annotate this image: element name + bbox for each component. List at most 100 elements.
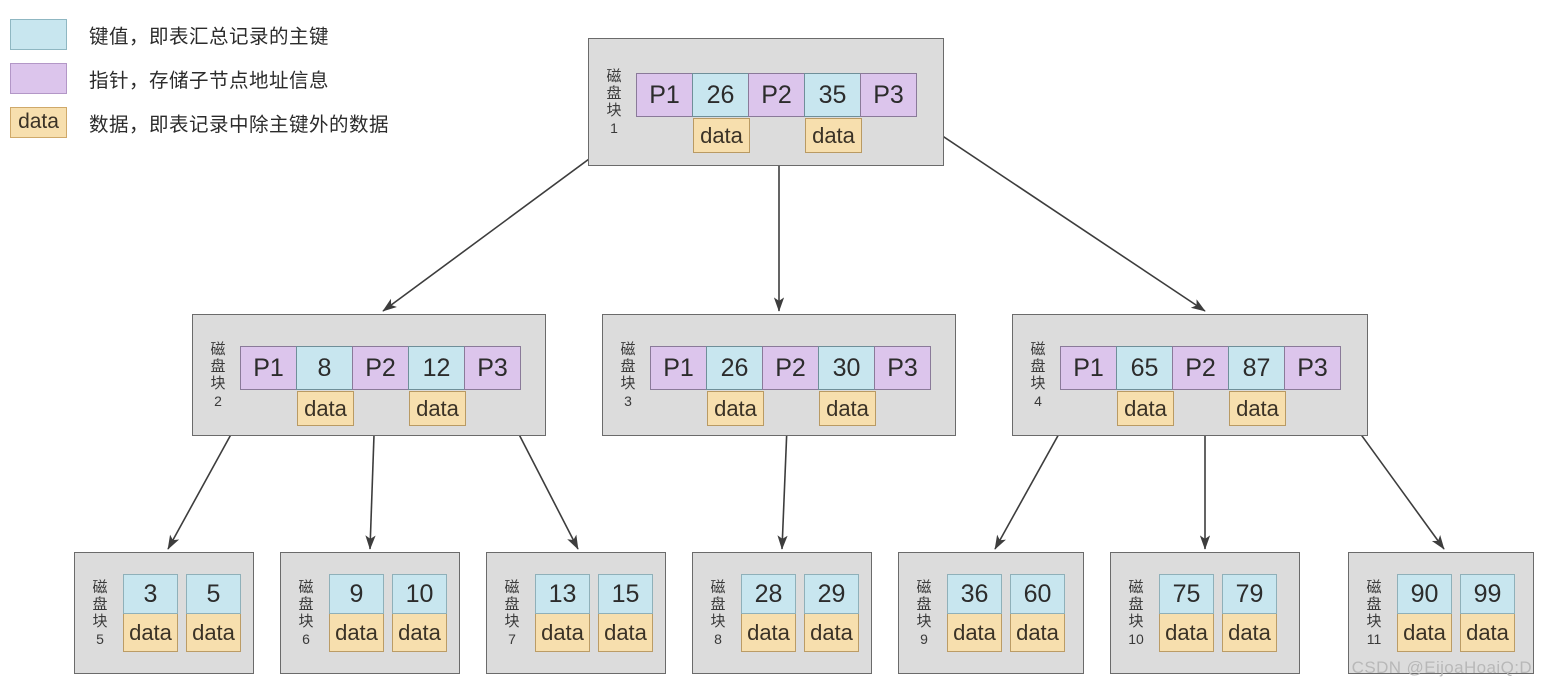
- pointer-cell[interactable]: P1: [1060, 346, 1117, 390]
- key-cell[interactable]: 29: [804, 574, 859, 614]
- disk-block-label-char: 块: [710, 612, 726, 630]
- pointer-value: P3: [873, 80, 904, 109]
- pointer-cell[interactable]: P3: [464, 346, 521, 390]
- data-cell: data: [741, 614, 796, 652]
- data-cell: data: [947, 614, 1002, 652]
- key-cell[interactable]: 99: [1460, 574, 1515, 614]
- key-cell[interactable]: 90: [1397, 574, 1452, 614]
- disk-block-number: 7: [508, 630, 516, 647]
- disk-block-label-char: 块: [606, 101, 622, 119]
- key-cell[interactable]: 10: [392, 574, 447, 614]
- pointer-cell[interactable]: P3: [1284, 346, 1341, 390]
- disk-block-label-char: 磁: [92, 578, 108, 596]
- pointer-cell[interactable]: P2: [1172, 346, 1229, 390]
- pointer-cell[interactable]: P2: [352, 346, 409, 390]
- legend-label-pointer: 指针，存储子节点地址信息: [89, 69, 330, 92]
- legend: 键值，即表汇总记录的主键 指针，存储子节点地址信息 data 数据，即表记录中除…: [10, 12, 389, 144]
- key-value: 87: [1242, 353, 1271, 382]
- disk-block-number: 5: [96, 630, 104, 647]
- disk-block-label-char: 磁: [606, 67, 622, 85]
- disk-block-label-char: 盘: [606, 84, 622, 102]
- key-value: 26: [720, 353, 749, 382]
- pointer-cell[interactable]: P1: [636, 73, 693, 117]
- legend-swatch-pointer: [10, 62, 67, 94]
- tree-edge: [892, 102, 1206, 312]
- key-value: 8: [317, 353, 332, 382]
- key-cell[interactable]: 36: [947, 574, 1002, 614]
- disk-block-label-char: 块: [92, 612, 108, 630]
- key-cell[interactable]: 15: [598, 574, 653, 614]
- data-cell: data: [329, 614, 384, 652]
- pointer-cell[interactable]: P1: [240, 346, 297, 390]
- key-cell[interactable]: 60: [1010, 574, 1065, 614]
- key-cell[interactable]: 5: [186, 574, 241, 614]
- disk-block-number: 10: [1128, 630, 1144, 647]
- pointer-cell[interactable]: P2: [762, 346, 819, 390]
- data-cell: data: [1010, 614, 1065, 652]
- pointer-value: P2: [761, 80, 792, 109]
- disk-block-label-char: 盘: [620, 357, 636, 375]
- key-cell[interactable]: 13: [535, 574, 590, 614]
- pointer-cell[interactable]: P3: [874, 346, 931, 390]
- disk-block-label-char: 块: [504, 612, 520, 630]
- key-cell[interactable]: 79: [1222, 574, 1277, 614]
- data-cell: data: [297, 391, 354, 426]
- data-cell: data: [804, 614, 859, 652]
- key-cell[interactable]: 8 data: [296, 346, 354, 426]
- key-value: 65: [1130, 353, 1159, 382]
- pointer-value: P1: [649, 80, 680, 109]
- key-cell[interactable]: 28: [741, 574, 796, 614]
- pointer-value: P3: [887, 353, 918, 382]
- key-cell[interactable]: 75: [1159, 574, 1214, 614]
- key-cell[interactable]: 3: [123, 574, 178, 614]
- pointer-cell[interactable]: P1: [650, 346, 707, 390]
- disk-block-number: 8: [714, 630, 722, 647]
- disk-block-number: 1: [610, 119, 618, 136]
- data-cell: data: [1397, 614, 1452, 652]
- pointer-cell[interactable]: P3: [860, 73, 917, 117]
- pointer-cell[interactable]: P2: [748, 73, 805, 117]
- key-value: 12: [422, 353, 451, 382]
- disk-block-label-char: 磁: [1366, 578, 1382, 596]
- key-cell[interactable]: 9: [329, 574, 384, 614]
